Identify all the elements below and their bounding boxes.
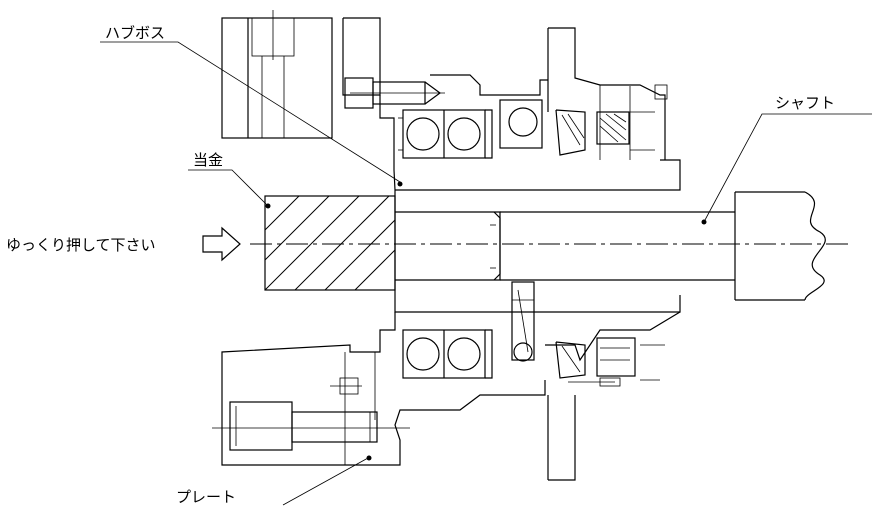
lower-seal (555, 337, 665, 387)
upper-body (379, 27, 681, 191)
lower-bearings (402, 281, 535, 379)
right-arrow-icon (202, 226, 241, 262)
hub-boss (394, 190, 735, 313)
upper-bearings (398, 99, 543, 159)
pad-block (264, 195, 396, 291)
lower-body (221, 311, 681, 481)
leader-lines (100, 41, 872, 506)
lower-bolt (212, 401, 410, 461)
upper-housing (221, 10, 381, 139)
shaft (734, 191, 826, 301)
upper-bolt (344, 77, 445, 109)
pad-label: 当金 (193, 151, 223, 169)
hub-boss-label: ハブボス (105, 24, 165, 42)
upper-seal (555, 109, 655, 156)
plate-label: プレート (176, 488, 236, 506)
shaft-label: シャフト (775, 94, 835, 112)
push-instruction-label: ゆっくり押して下さい (6, 236, 156, 254)
